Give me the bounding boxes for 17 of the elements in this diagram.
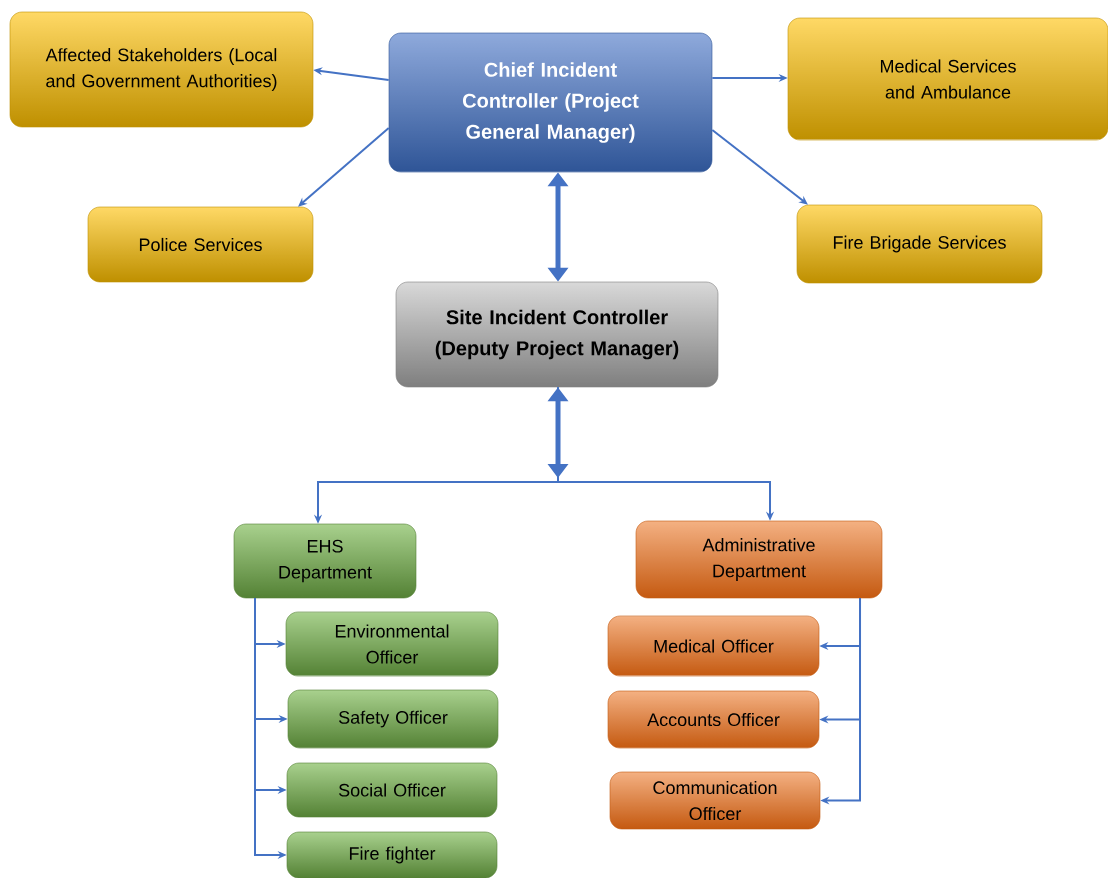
role-box: Safety Officer bbox=[287, 689, 499, 749]
role-box: Medical Services and Ambulance bbox=[787, 17, 1108, 141]
role-box: Medical Officer bbox=[607, 615, 820, 677]
role-box: Environmental Officer bbox=[285, 611, 499, 677]
role-box: EHS Department bbox=[233, 523, 417, 599]
role-box: Accounts Officer bbox=[607, 690, 820, 749]
role-box: Fire fighter bbox=[286, 831, 498, 878]
arrow bbox=[711, 129, 808, 205]
role-box: Communication Officer bbox=[609, 771, 821, 830]
role-box: Police Services bbox=[87, 206, 314, 283]
role-box: Administrative Department bbox=[635, 520, 883, 599]
role-box: Social Officer bbox=[286, 762, 498, 818]
role-box: Fire Brigade Services bbox=[796, 204, 1043, 284]
role-box: Affected Stakeholders (Local and Government Authorities) bbox=[9, 11, 314, 128]
arrow bbox=[298, 127, 390, 207]
role-box: Chief Incident Controller (Project General Manager) bbox=[388, 32, 713, 173]
role-box: Site Incident Controller (Deputy Project Manager) bbox=[395, 281, 719, 388]
